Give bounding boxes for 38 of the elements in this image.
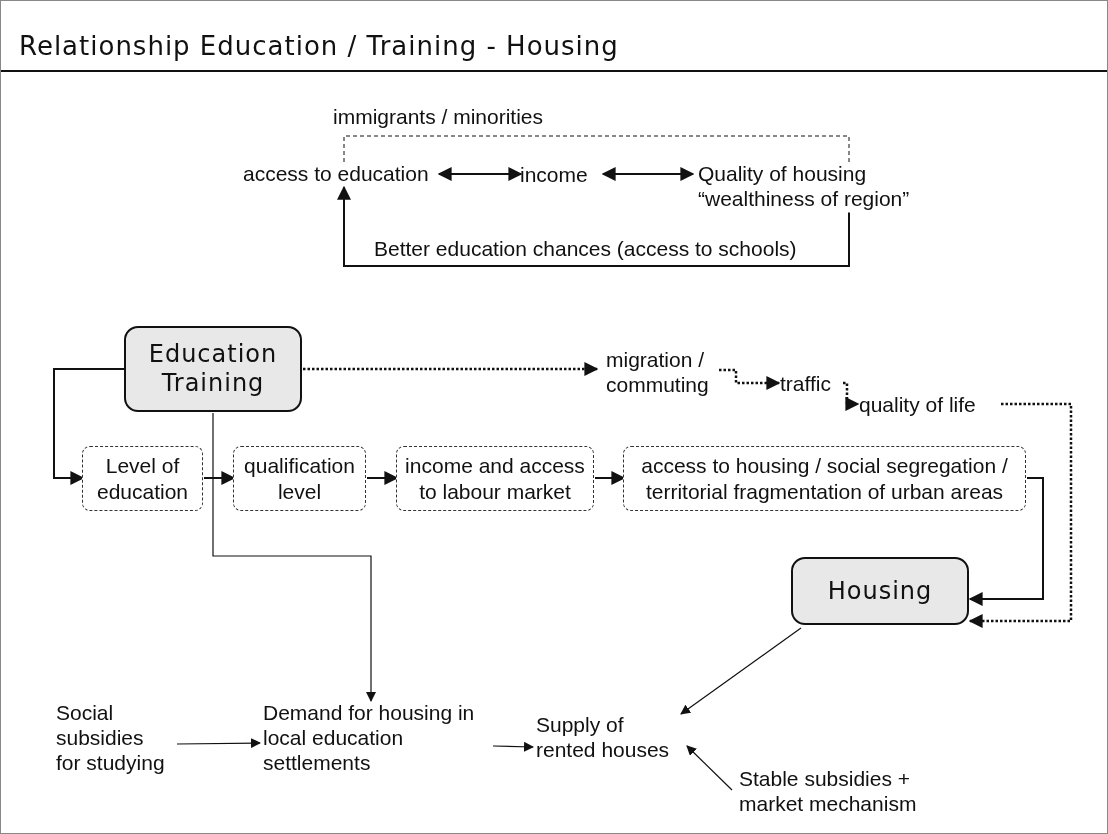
dashed-step-box (233, 446, 366, 511)
arrow (337, 185, 850, 267)
dotted-arrow (843, 381, 860, 411)
box-label: Level of education (95, 453, 190, 504)
dashed-bracket-line (343, 135, 850, 163)
dotted-arrow (719, 368, 781, 390)
flow-text: Supply of rented houses (536, 712, 676, 763)
arrow (601, 167, 695, 181)
dotted-arrow (968, 402, 1073, 628)
process-box (791, 557, 969, 625)
flow-text: Stable subsidies + market mechanism (739, 766, 919, 817)
box-label: Housing (827, 576, 933, 606)
diagram-title: Relationship Education / Training - Housing (19, 31, 619, 61)
box-label: income and access to labour market (404, 453, 586, 504)
flow-text: Quality of housing “wealthiness of region” (698, 161, 943, 212)
arrow (212, 412, 376, 702)
arrow (680, 627, 802, 715)
arrow (53, 368, 126, 485)
dashed-step-box (396, 446, 594, 511)
box-label: Education Training (147, 340, 279, 398)
dotted-arrow (303, 362, 599, 376)
flow-text: migration / commuting (606, 347, 716, 398)
box-label: qualification level (243, 453, 356, 504)
arrow (968, 477, 1044, 606)
flow-text: Social subsidies for studying (56, 700, 172, 776)
arrow (176, 738, 261, 749)
flow-text: traffic (780, 371, 838, 397)
arrow (686, 745, 733, 791)
dashed-step-box (623, 446, 1026, 511)
process-box (124, 326, 302, 412)
box-label: access to housing / social segregation / territorial fragmentation of urban areas (640, 453, 1009, 504)
dashed-step-box (82, 446, 203, 511)
arrow (437, 167, 523, 181)
flow-text: access to education (243, 161, 438, 187)
flow-text: Demand for housing in local education settlements (263, 700, 488, 776)
flow-text: income (520, 162, 592, 188)
flow-text: quality of life (859, 392, 994, 418)
arrow (492, 741, 534, 752)
